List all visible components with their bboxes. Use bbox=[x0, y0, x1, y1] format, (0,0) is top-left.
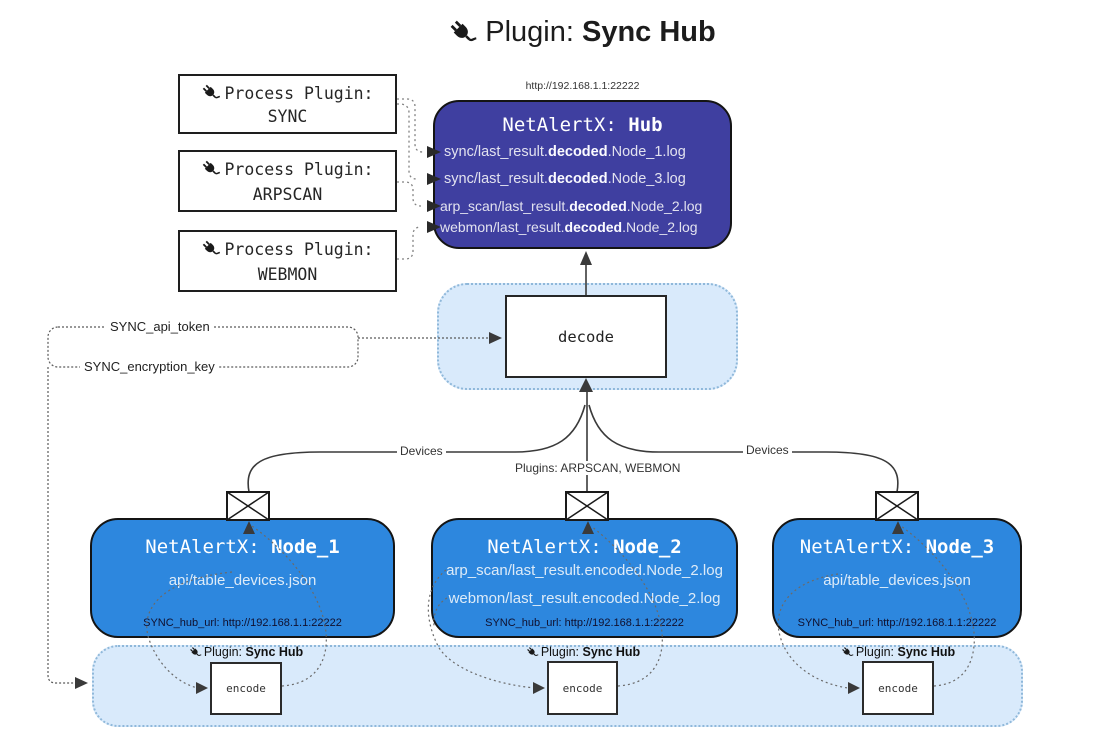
node-title: NetAlertX: Node_3 bbox=[799, 536, 995, 558]
envelope-icon bbox=[226, 491, 270, 521]
envelope-icon bbox=[565, 491, 609, 521]
plugin-to-hub-edges bbox=[397, 98, 424, 260]
edge-key-to-encode-strip bbox=[47, 367, 74, 684]
encode-strip-plugin-label: Plugin: Sync Hub bbox=[828, 645, 968, 659]
envelope-icon bbox=[875, 491, 919, 521]
hub-box: NetAlertX: Hub sync/last_result.decoded.… bbox=[433, 100, 732, 249]
process-plugin-label: Process Plugin: bbox=[224, 83, 374, 103]
process-plugin-name: SYNC bbox=[267, 107, 308, 126]
plug-icon bbox=[841, 646, 854, 659]
edge-webmon-to-hub bbox=[397, 226, 422, 260]
node-title: NetAlertX: Node_1 bbox=[145, 536, 340, 558]
process-plugin-box-arpscan: Process Plugin: ARPSCAN bbox=[178, 150, 397, 212]
devices-edge-label-right: Devices bbox=[743, 443, 792, 457]
encode-strip-plugin-label: Plugin: Sync Hub bbox=[176, 645, 316, 659]
node-title: NetAlertX: Node_2 bbox=[487, 536, 682, 558]
strip-in-arrowhead bbox=[75, 677, 88, 689]
hub-in-arrowhead bbox=[580, 251, 592, 265]
node-file: api/table_devices.json bbox=[823, 572, 971, 589]
encode-box: encode bbox=[210, 662, 282, 715]
node-box-3: NetAlertX: Node_3 api/table_devices.json… bbox=[772, 518, 1022, 638]
encode-box: encode bbox=[547, 661, 618, 715]
devices-edge-label-left: Devices bbox=[397, 444, 446, 458]
process-plugin-name: ARPSCAN bbox=[252, 185, 323, 204]
sync-encryption-key-label: SYNC_encryption_key bbox=[80, 359, 219, 374]
page-title: Plugin: Sync Hub bbox=[0, 16, 1117, 49]
node-box-1: NetAlertX: Node_1 api/table_devices.json… bbox=[90, 518, 395, 638]
process-plugin-box-webmon: Process Plugin: WEBMON bbox=[178, 230, 397, 292]
hub-log-line: sync/last_result.decoded.Node_3.log bbox=[444, 171, 686, 187]
plug-icon bbox=[526, 646, 539, 659]
plug-icon bbox=[189, 646, 202, 659]
plug-icon bbox=[201, 239, 221, 259]
process-plugin-label: Process Plugin: bbox=[224, 239, 374, 259]
plug-icon bbox=[201, 159, 221, 179]
hub-log-line: sync/last_result.decoded.Node_1.log bbox=[444, 144, 686, 160]
plug-icon bbox=[448, 18, 478, 48]
hub-title: NetAlertX: Hub bbox=[502, 114, 663, 136]
envelope-icons bbox=[226, 491, 919, 521]
plugins-edge-label: Plugins: ARPSCAN, WEBMON bbox=[512, 461, 684, 475]
hub-url-label: http://192.168.1.1:22222 bbox=[525, 80, 640, 92]
decode-box: decode bbox=[505, 295, 667, 378]
sync-api-token-label: SYNC_api_token bbox=[106, 319, 214, 334]
edge-sync-to-hub-2 bbox=[397, 103, 418, 180]
process-plugin-label: Process Plugin: bbox=[224, 159, 374, 179]
node-file: arp_scan/last_result.encoded.Node_2.log bbox=[446, 562, 723, 579]
hub-log-line: webmon/last_result.decoded.Node_2.log bbox=[440, 219, 698, 235]
node-box-2: NetAlertX: Node_2 arp_scan/last_result.e… bbox=[431, 518, 738, 638]
node-hub-url: SYNC_hub_url: http://192.168.1.1:22222 bbox=[485, 617, 684, 629]
node-file: webmon/last_result.encoded.Node_2.log bbox=[448, 590, 721, 607]
node-file: api/table_devices.json bbox=[168, 572, 317, 589]
node-hub-url: SYNC_hub_url: http://192.168.1.1:22222 bbox=[143, 617, 342, 629]
edge-sync-to-hub-1 bbox=[397, 98, 424, 153]
encode-strip-plugin-label: Plugin: Sync Hub bbox=[513, 645, 653, 659]
process-plugin-box-sync: Process Plugin: SYNC bbox=[178, 74, 397, 134]
hub-log-line: arp_scan/last_result.decoded.Node_2.log bbox=[440, 198, 703, 214]
process-plugin-name: WEBMON bbox=[257, 265, 318, 284]
edge-arpscan-to-hub bbox=[397, 181, 422, 207]
node-hub-url: SYNC_hub_url: http://192.168.1.1:22222 bbox=[797, 617, 997, 629]
plug-icon bbox=[201, 83, 221, 103]
encode-box: encode bbox=[862, 661, 934, 715]
page-title-text: Plugin: Sync Hub bbox=[485, 16, 716, 48]
